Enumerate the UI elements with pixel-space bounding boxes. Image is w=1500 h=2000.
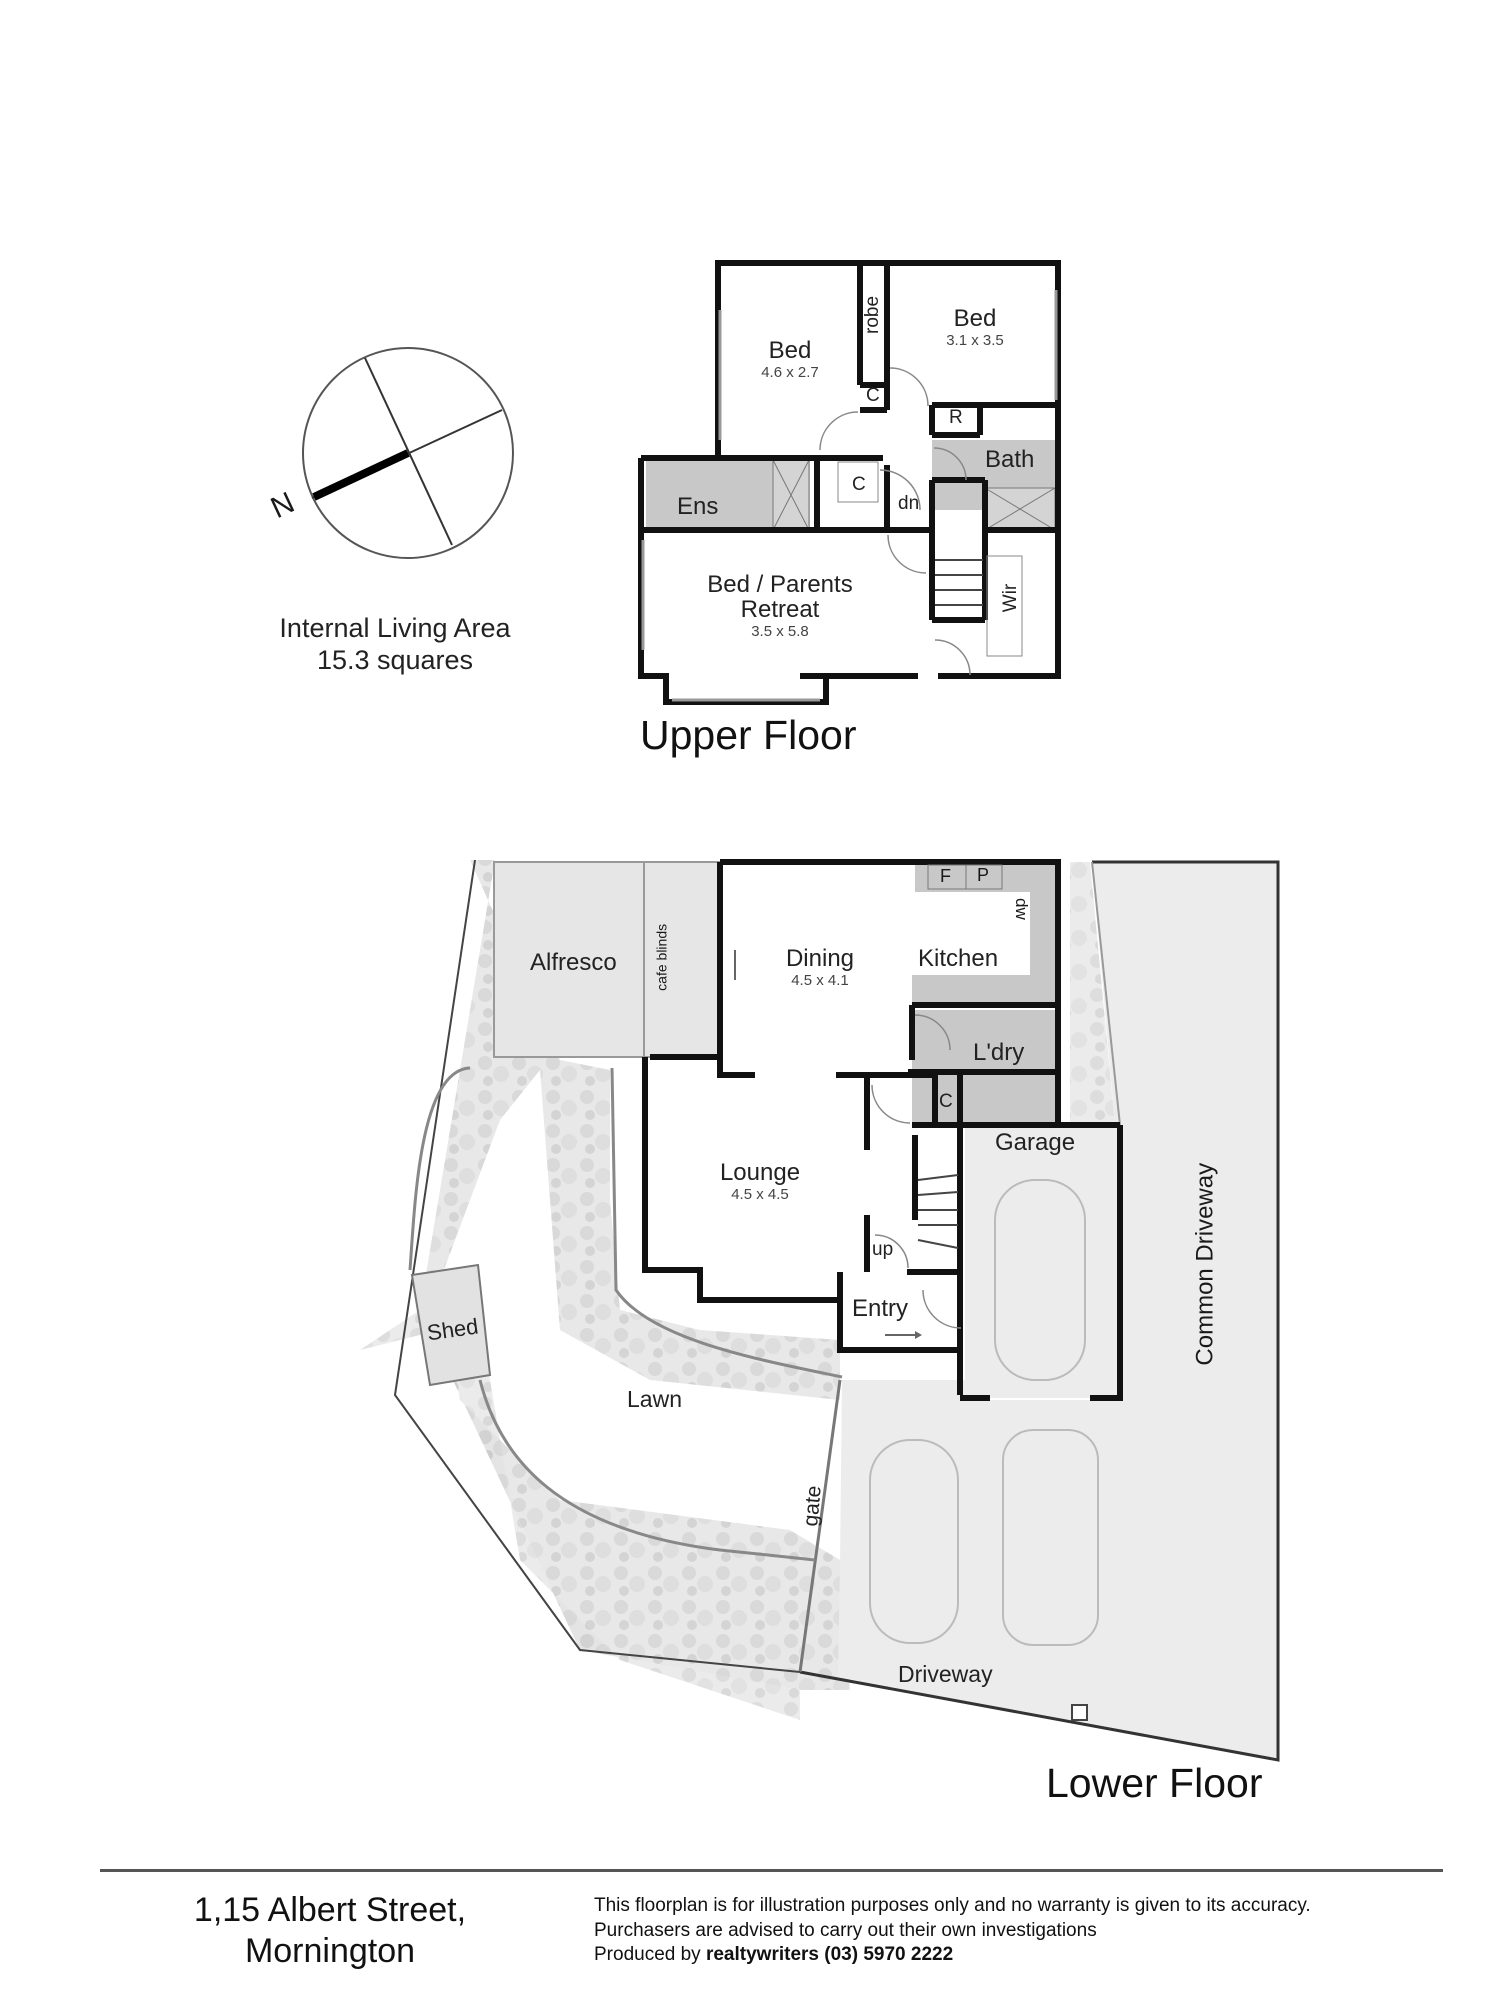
footer-divider — [100, 1869, 1443, 1872]
room-ensuite: Ens — [677, 493, 719, 520]
producer-phone: (03) 5970 2222 — [824, 1944, 954, 1966]
producer-name: realtywriters — [705, 1944, 819, 1966]
room-laundry: L'dry — [973, 1039, 1025, 1066]
internal-living-area: Internal Living Area 15.3 squares — [230, 612, 560, 677]
living-area-label: Internal Living Area — [279, 613, 511, 643]
room-garage: Garage — [995, 1129, 1076, 1156]
address-suburb: Mornington — [244, 1931, 416, 1970]
robe-label: robe — [862, 295, 884, 334]
cupboard-label: C — [866, 385, 880, 406]
room-dining: Dining 4.5 x 4.1 — [765, 946, 875, 989]
area-common-driveway: Common Driveway — [1191, 1162, 1219, 1366]
pantry-label: P — [977, 865, 990, 885]
room-dimensions: 4.5 x 4.1 — [791, 972, 849, 990]
area-lawn: Lawn — [627, 1386, 682, 1412]
lower-floor-title: Lower Floor — [1046, 1760, 1263, 1806]
area-alfresco: Alfresco — [530, 949, 617, 976]
stairs-down-label: dn — [898, 493, 920, 514]
room-parents-retreat: Bed / Parents Retreat 3.5 x 5.8 — [680, 572, 880, 640]
fridge-label: F — [940, 866, 951, 886]
address-street: 1,15 Albert Street, — [193, 1891, 467, 1929]
disclaimer: This floorplan is for illustration purpo… — [594, 1894, 1311, 1968]
dishwasher-label: dw — [1011, 898, 1031, 920]
linen-r-label: R — [949, 407, 963, 428]
producer-credit: Produced by realtywriters (03) 5970 2222 — [594, 1944, 954, 1966]
room-kitchen: Kitchen — [918, 945, 999, 972]
room-dimensions: 4.6 x 2.7 — [761, 364, 819, 382]
gate-label: gate — [799, 1484, 826, 1528]
room-entry: Entry — [852, 1295, 909, 1322]
cafe-blinds-label: cafe blinds — [653, 923, 670, 991]
disclaimer-line-2: Purchasers are advised to carry out thei… — [594, 1919, 1097, 1941]
stairs-up-label: up — [872, 1239, 894, 1260]
room-lounge: Lounge 4.5 x 4.5 — [705, 1160, 815, 1203]
area-driveway: Driveway — [898, 1661, 993, 1687]
room-bed-2: Bed 3.1 x 3.5 — [920, 306, 1030, 349]
room-bath: Bath — [985, 446, 1035, 473]
lower-floor-plan — [360, 859, 1280, 1762]
north-arrow-compass-icon — [302, 347, 514, 559]
room-bed-1: Bed 4.6 x 2.7 — [735, 338, 845, 381]
upper-floor-plan — [638, 260, 1061, 705]
upper-floor-title: Upper Floor — [640, 712, 857, 758]
cupboard-label: C — [939, 1091, 953, 1112]
room-dimensions: 3.1 x 3.5 — [946, 332, 1004, 350]
living-area-value: 15.3 squares — [316, 645, 474, 676]
disclaimer-line-1: This floorplan is for illustration purpo… — [594, 1895, 1311, 1916]
cupboard-label: C — [852, 474, 866, 495]
room-dimensions: 4.5 x 4.5 — [731, 1186, 789, 1204]
room-dimensions: 3.5 x 5.8 — [751, 623, 809, 641]
walk-in-robe-label: Wir — [1000, 583, 1022, 613]
car-icon — [869, 1179, 1099, 1646]
property-address: 1,15 Albert Street, Mornington — [120, 1890, 540, 1972]
